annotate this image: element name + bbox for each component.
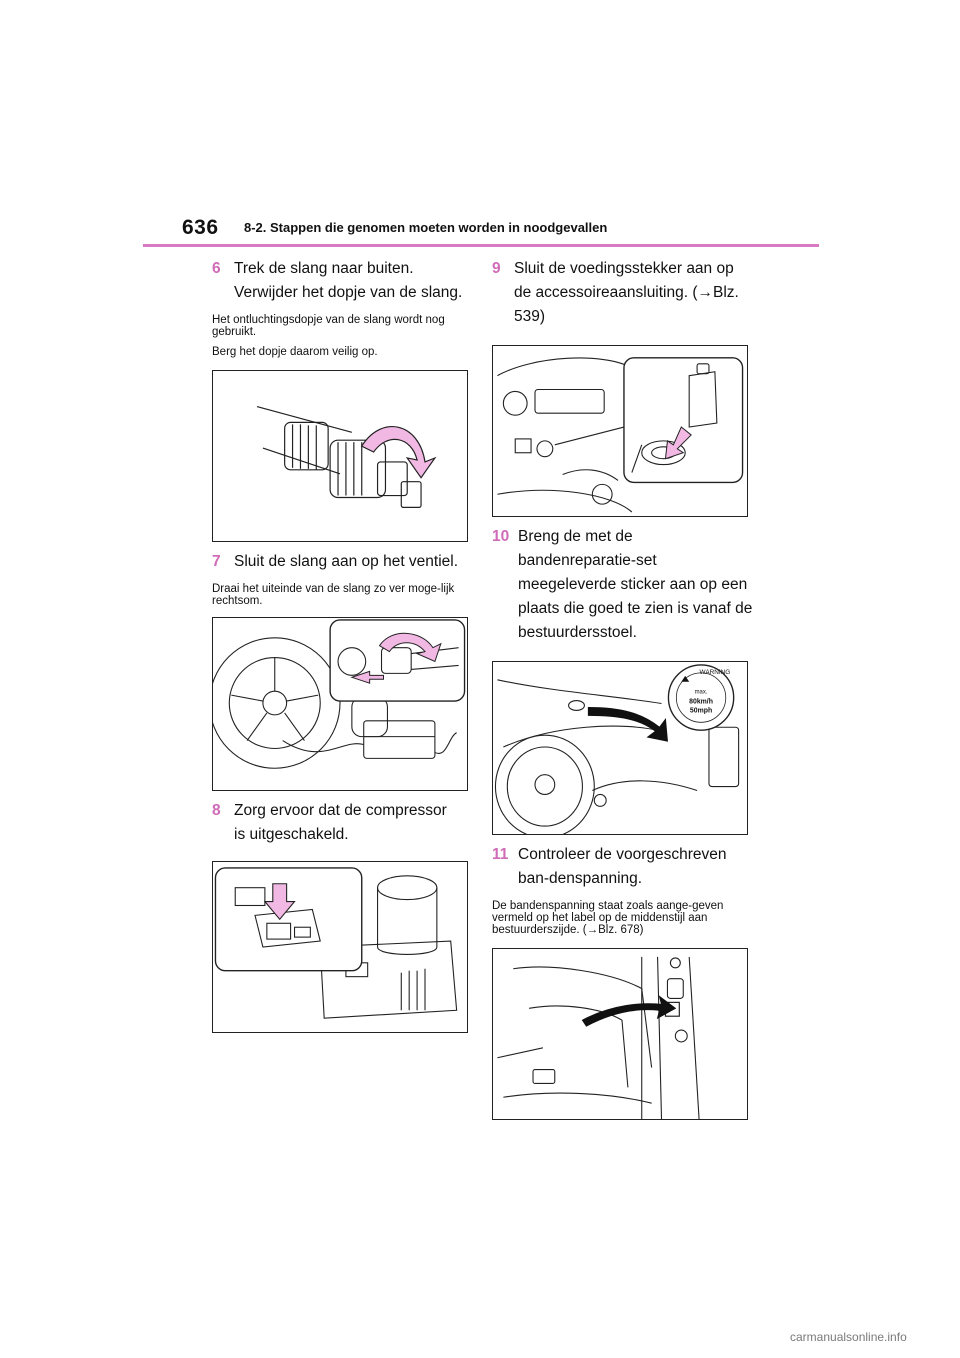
step-text: Breng de met de bandenreparatie-set meeg…: [518, 528, 753, 641]
warning-triangle-icon: [681, 675, 690, 682]
step-number: 10: [492, 528, 510, 545]
step-text: Trek de slang naar buiten. Verwijder het…: [234, 260, 463, 301]
press-down-arrow-icon: [263, 883, 296, 921]
insert-arrow-icon: [664, 426, 692, 460]
step-7: 7 Sluit de slang aan op het ventiel.: [212, 550, 480, 574]
tire-compressor-drawing: [213, 619, 466, 769]
compressor-drawing: [214, 867, 458, 1019]
door-pillar-drawing: [497, 956, 700, 1119]
note: Draai het uiteinde van de slang zo ver m…: [212, 583, 455, 607]
note: Berg het dopje daarom veilig op.: [212, 346, 378, 358]
step-number: 6: [212, 260, 221, 277]
watermark: carmanualsonline.info: [790, 1330, 907, 1344]
rotate-arrow-icon: [378, 632, 442, 663]
sticker-mph-text: 50mph: [690, 707, 712, 714]
step-6: 6 Trek de slang naar buiten. Verwijder h…: [212, 257, 467, 305]
sticker-warning-text: WARNING: [700, 669, 731, 676]
step-number: 8: [212, 802, 221, 819]
sticker-max-text: max.: [695, 690, 708, 696]
compressor-switch-illustration: [212, 861, 468, 1033]
step-number: 11: [492, 846, 509, 863]
switch-inset: [214, 867, 363, 972]
socket-inset: [623, 357, 744, 484]
sticker-placement-illustration: WARNING max. 80km/h 50mph: [492, 661, 748, 835]
note: De bandenspanning staat zoals aange-geve…: [492, 900, 724, 936]
step-number: 7: [212, 553, 221, 570]
step-8: 8 Zorg ervoor dat de compressor is uitge…: [212, 799, 457, 847]
step-text: Zorg ervoor dat de compressor is uitgesc…: [234, 802, 447, 843]
direction-arrow-icon: [587, 706, 669, 742]
step-9: 9 Sluit de voedingsstekker aan op de acc…: [492, 257, 754, 329]
console-socket-drawing: [497, 357, 744, 513]
left-column: 6 Trek de slang naar buiten. Verwijder h…: [212, 257, 480, 1033]
push-arrow-icon: [350, 670, 384, 684]
hose-cap-drawing: [256, 406, 437, 508]
step-text: Sluit de slang aan op het ventiel.: [234, 553, 459, 570]
valve-connection-illustration: [212, 617, 468, 791]
sticker-kmh-text: 80km/h: [689, 699, 713, 706]
direction-arrow-icon: [581, 995, 677, 1027]
step-text: Sluit de voedingsstekker aan op de acces…: [514, 260, 739, 325]
pressure-label-illustration: [492, 948, 748, 1120]
step-number: 9: [492, 260, 501, 277]
power-socket-illustration: [492, 345, 748, 517]
step-11: 11 Controleer de voorgeschreven ban-dens…: [492, 843, 754, 891]
right-column: 9 Sluit de voedingsstekker aan op de acc…: [492, 257, 760, 1120]
warning-sticker: WARNING max. 80km/h 50mph: [667, 664, 735, 731]
header-rule: [143, 244, 819, 247]
page-number: 636: [182, 216, 219, 239]
rotate-arrow-icon: [360, 426, 437, 479]
dashboard-drawing: WARNING max. 80km/h 50mph: [494, 664, 740, 834]
section-title: 8-2. Stappen die genomen moeten worden i…: [244, 220, 608, 235]
hose-cap-illustration: [212, 370, 468, 542]
detail-inset: [329, 619, 466, 702]
step-10: 10 Breng de met de bandenreparatie-set m…: [492, 525, 754, 645]
step-text: Controleer de voorgeschreven ban-denspan…: [518, 846, 727, 887]
note: Het ontluchtingsdopje van de slang wordt…: [212, 314, 445, 338]
